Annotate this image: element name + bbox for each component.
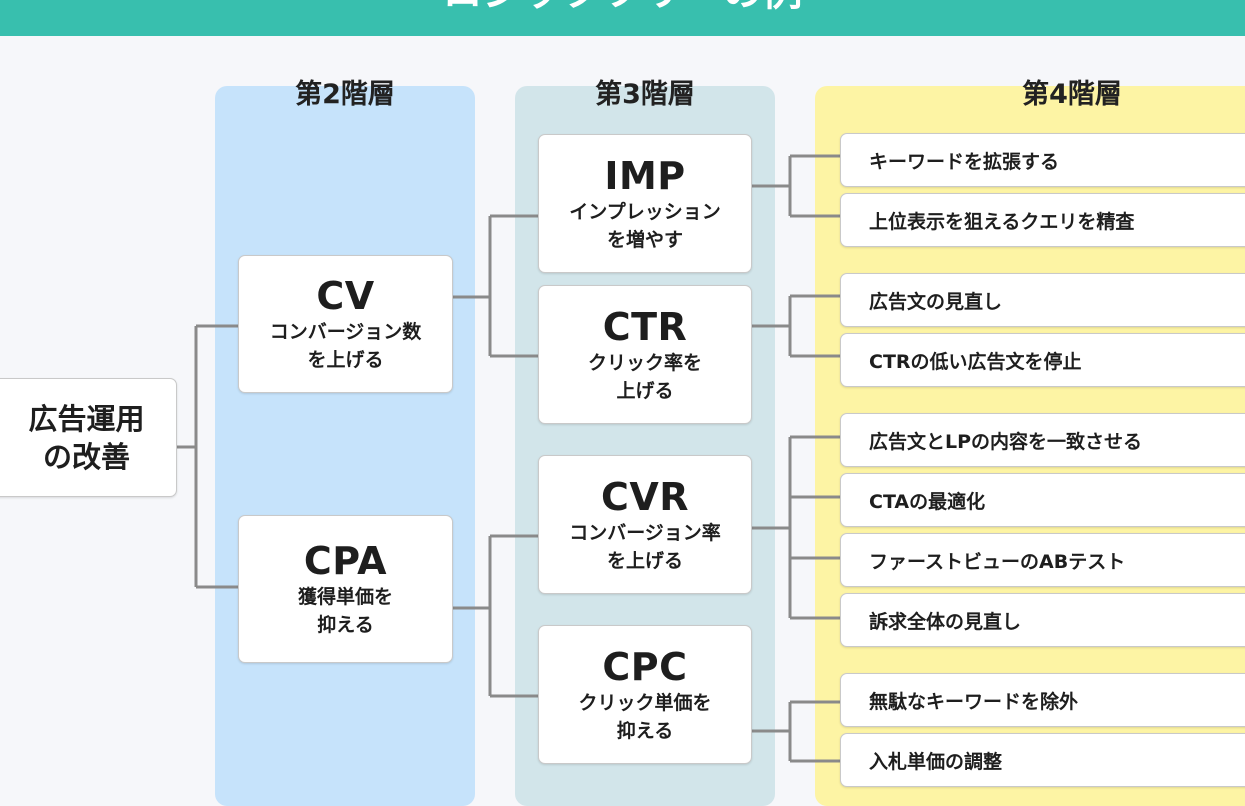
- node-cvr: CVR コンバージョン率 を上げる: [538, 455, 752, 594]
- connector-ctr: [752, 294, 840, 358]
- connector-cv: [452, 214, 538, 358]
- action-item: CTRの低い広告文を停止: [840, 333, 1245, 387]
- action-item: 無駄なキーワードを除外: [840, 673, 1245, 727]
- node-ctr: CTR クリック率を 上げる: [538, 285, 752, 424]
- connector-cpa: [452, 534, 538, 698]
- action-item: 上位表示を狙えるクエリを精査: [840, 193, 1245, 247]
- node-imp: IMP インプレッション を増やす: [538, 134, 752, 273]
- metric-description: インプレッション を増やす: [569, 200, 721, 251]
- action-item: CTAの最適化: [840, 473, 1245, 527]
- node-cv: CV コンバージョン数 を上げる: [238, 255, 453, 393]
- metric-description: クリック単価を 抑える: [578, 691, 712, 742]
- action-item: キーワードを拡張する: [840, 133, 1245, 187]
- root-label: 広告運用 の改善: [28, 401, 145, 474]
- connector-cvr: [752, 435, 840, 620]
- action-item: ファーストビューのABテスト: [840, 533, 1245, 587]
- node-cpa: CPA 獲得単価を 抑える: [238, 515, 453, 663]
- metric-name: CPA: [303, 539, 388, 583]
- metric-description: コンバージョン数 を上げる: [269, 321, 422, 371]
- layer-2-header: 第2階層: [295, 79, 395, 110]
- action-item: 入札単価の調整: [840, 733, 1245, 787]
- connector-imp: [752, 154, 840, 218]
- metric-description: 獲得単価を 抑える: [297, 586, 393, 636]
- action-item: 訴求全体の見直し: [840, 593, 1245, 647]
- metric-name: CTR: [602, 304, 688, 349]
- metric-name: IMP: [604, 153, 686, 198]
- layer-3-header: 第3階層: [595, 79, 695, 110]
- action-item: 広告文の見直し: [840, 273, 1245, 327]
- metric-name: CPC: [602, 644, 688, 689]
- diagram-title: ロジックツリーの例: [0, 0, 1245, 14]
- connector-root: [177, 324, 238, 589]
- metric-name: CVR: [600, 474, 690, 519]
- node-cpc: CPC クリック単価を 抑える: [538, 625, 752, 764]
- metric-name: CV: [316, 274, 375, 318]
- root-node: 広告運用 の改善: [0, 378, 177, 497]
- layer-4-header: 第4階層: [1022, 79, 1122, 110]
- title-banner: ロジックツリーの例: [0, 0, 1245, 36]
- metric-description: クリック率を 上げる: [587, 351, 702, 402]
- metric-description: コンバージョン率 を上げる: [569, 521, 721, 572]
- layer-2-column: 第2階層: [215, 79, 475, 806]
- connector-cpc: [752, 700, 840, 763]
- action-item: 広告文とLPの内容を一致させる: [840, 413, 1245, 467]
